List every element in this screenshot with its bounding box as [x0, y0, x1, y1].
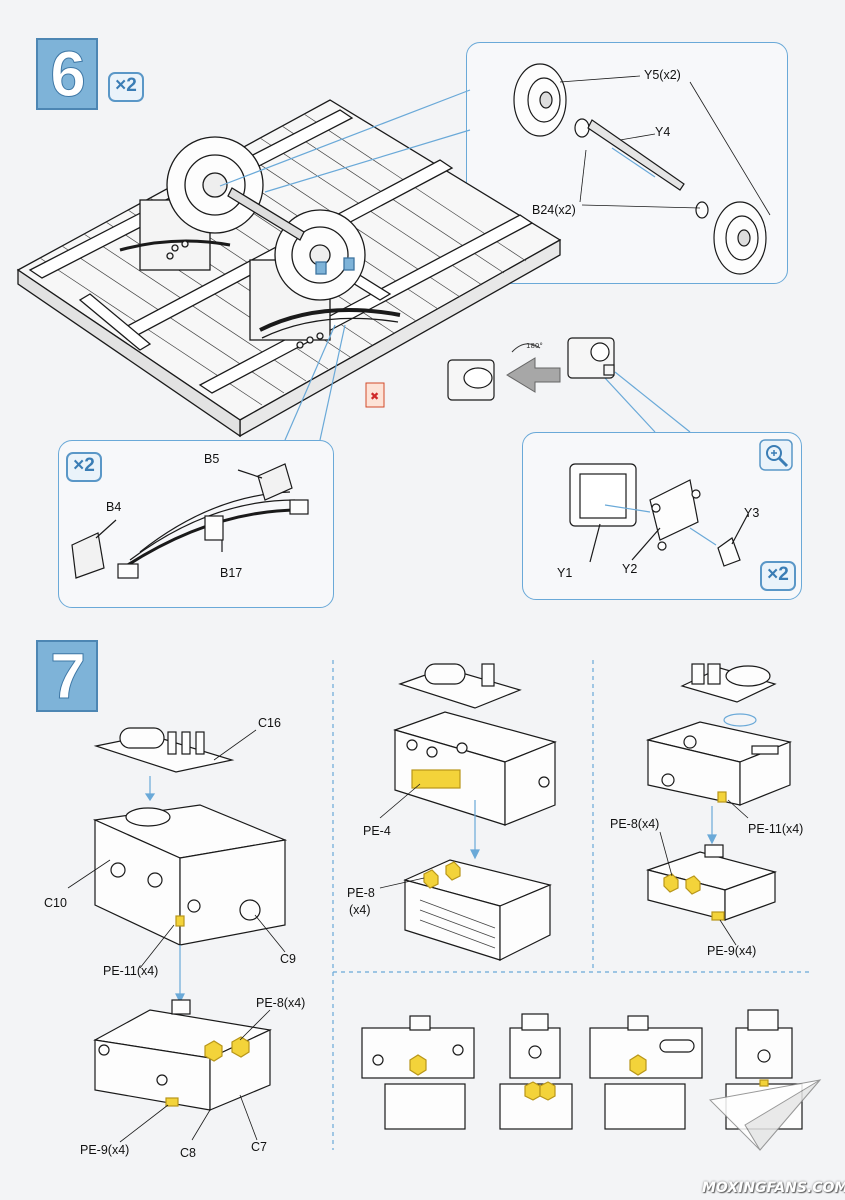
- label-pe9-right: PE-9(x4): [707, 944, 757, 958]
- step7-left-assembly-drawing: [92, 727, 288, 1111]
- label-b17: B17: [220, 566, 243, 580]
- label-b4: B4: [106, 500, 122, 514]
- step-6-number: 6: [50, 38, 87, 110]
- label-c7: C7: [251, 1140, 267, 1154]
- step-7-dividers: [332, 660, 812, 1150]
- label-c8: C8: [180, 1146, 196, 1160]
- site-watermark: MOXINGFANS.COM: [702, 1180, 845, 1196]
- wheelset-exploded-drawing: [513, 63, 767, 275]
- leaf-spring-detail-panel: [58, 440, 334, 608]
- step7-middle-assembly-drawing: [393, 663, 557, 961]
- label-b5: B5: [204, 452, 220, 466]
- step-6-multiplier: ×2: [108, 72, 144, 102]
- step-7-badge: 7: [36, 640, 98, 712]
- label-y5: Y5(x2): [644, 68, 681, 82]
- label-pe4: PE-4: [363, 824, 391, 838]
- label-pe9-left: PE-9(x4): [80, 1143, 130, 1157]
- label-c16: C16: [258, 716, 281, 730]
- label-pe8-mid: PE-8: [347, 886, 375, 900]
- step7-right-assembly-drawing: [645, 663, 793, 921]
- label-pe8-right: PE-8(x4): [610, 817, 660, 831]
- cut-part-icon: ✖: [365, 382, 385, 408]
- label-pe11-right: PE-11(x4): [748, 822, 804, 836]
- step-6-badge: 6: [36, 38, 98, 110]
- rotate-180-arrow-icon: 180°: [506, 342, 561, 393]
- label-y1: Y1: [557, 566, 573, 580]
- leaf-spring-exploded-drawing: [71, 463, 309, 579]
- step7-orthographic-views: [361, 1009, 803, 1130]
- svg-text:180°: 180°: [526, 342, 543, 350]
- label-pe11-left: PE-11(x4): [103, 964, 159, 978]
- label-c9: C9: [280, 952, 296, 966]
- axle-box-assembled-drawing: [447, 337, 615, 401]
- label-y4: Y4: [655, 125, 671, 139]
- svg-text:✖: ✖: [370, 390, 379, 403]
- paper-plane-logo-icon: [708, 1079, 822, 1151]
- label-y2: Y2: [622, 562, 638, 576]
- spring-panel-multiplier: ×2: [66, 452, 102, 482]
- label-pe8-left: PE-8(x4): [256, 996, 306, 1010]
- label-b24: B24(x2): [532, 203, 576, 217]
- label-y3: Y3: [744, 506, 760, 520]
- axlebox-panel-multiplier: ×2: [760, 561, 796, 591]
- magnifier-plus-icon: [759, 439, 793, 471]
- label-c10: C10: [44, 896, 67, 910]
- step-7-number: 7: [50, 640, 87, 712]
- chassis-frame-drawing: [16, 99, 562, 438]
- label-pe8-mid-count: (x4): [349, 903, 371, 917]
- axle-box-exploded-drawing: [569, 463, 749, 567]
